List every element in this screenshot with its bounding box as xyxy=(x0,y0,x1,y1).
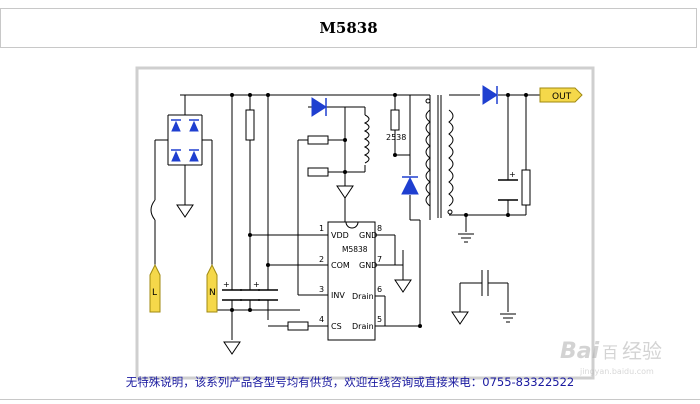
pin-3-name: INV xyxy=(331,291,345,300)
bottom-divider xyxy=(0,399,700,400)
pin-1-name: VDD xyxy=(331,231,349,240)
diode-clamp xyxy=(401,176,419,195)
cap-polarity: + + + xyxy=(223,170,516,289)
input-l-label: L xyxy=(152,288,157,298)
watermark-cn: 经验 xyxy=(622,339,662,363)
pin-4-num: 4 xyxy=(319,315,324,324)
out-label: OUT xyxy=(552,92,572,102)
ic-m5838 xyxy=(327,221,376,341)
pin-7-name: GND xyxy=(359,261,377,270)
resistors xyxy=(245,109,531,331)
pin-3-num: 3 xyxy=(319,285,324,294)
pin-2-num: 2 xyxy=(319,255,324,264)
input-n-terminal xyxy=(206,263,218,313)
pin-2-name: COM xyxy=(331,261,350,270)
svg-text:+: + xyxy=(509,170,516,179)
watermark-brand-cn: 百 xyxy=(602,343,618,362)
baidu-watermark: Bai 百 经验 jingyan.baidu.com xyxy=(560,339,662,376)
bridge-rectifier xyxy=(171,119,199,162)
resistor-label: 2538 xyxy=(386,133,406,142)
watermark-brand: Bai xyxy=(560,339,600,364)
capacitors xyxy=(222,179,518,301)
pin-6-num: 6 xyxy=(377,285,382,294)
auxiliary-winding xyxy=(363,114,370,164)
watermark-url: jingyan.baidu.com xyxy=(579,367,654,376)
pin-5-num: 5 xyxy=(377,315,382,324)
diode-output xyxy=(482,85,498,105)
pin-1-num: 1 xyxy=(319,224,324,233)
pin-8-name: GND xyxy=(359,231,377,240)
pin-8-num: 8 xyxy=(377,224,382,233)
pin-7-num: 7 xyxy=(377,255,382,264)
junctions xyxy=(230,93,528,328)
ic-label: M5838 xyxy=(342,245,368,254)
input-n-label: N xyxy=(209,288,216,298)
svg-text:+: + xyxy=(253,280,260,289)
input-l-terminal xyxy=(149,263,161,313)
wires xyxy=(150,94,540,340)
pin-6-name: Drain xyxy=(352,292,374,301)
pin-4-name: CS xyxy=(331,322,342,331)
pin-5-name: Drain xyxy=(352,322,374,331)
title-bar: M5838 xyxy=(0,8,697,48)
page-title: M5838 xyxy=(319,19,378,37)
contact-footer: 无特殊说明，该系列产品各型号均有供货，欢迎在线咨询或直接来电：0755-8332… xyxy=(125,375,575,389)
ground-symbols xyxy=(176,185,469,355)
transformer-secondary xyxy=(448,109,454,207)
transformer-primary xyxy=(425,109,431,207)
earth-grounds xyxy=(458,233,516,323)
out-terminal xyxy=(539,87,583,103)
svg-text:+: + xyxy=(223,280,230,289)
diode-top xyxy=(311,97,327,117)
